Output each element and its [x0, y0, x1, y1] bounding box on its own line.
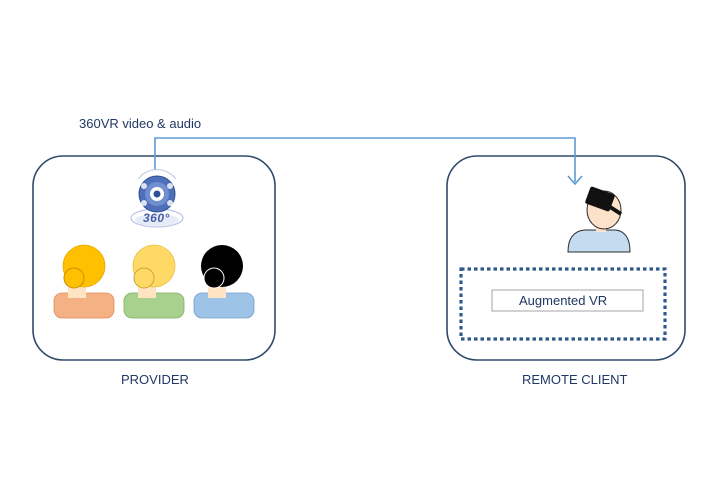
vr-user-icon	[567, 186, 631, 253]
camera-360-icon	[130, 169, 184, 228]
person-2-icon	[123, 244, 185, 319]
connector-label: 360VR video & audio	[79, 116, 202, 131]
person-3-icon	[193, 245, 255, 319]
video-audio-connector	[154, 137, 576, 182]
provider-label: PROVIDER	[121, 372, 189, 387]
vr-headset-icon	[585, 186, 623, 216]
augmented-vr-label-box	[491, 289, 644, 312]
augmented-vr-label: Augmented VR	[519, 293, 608, 308]
remote-client-box	[446, 155, 686, 361]
camera-360-badge: 360°	[143, 211, 170, 225]
remote-client-label: REMOTE CLIENT	[522, 372, 628, 387]
person-1-icon	[53, 244, 115, 319]
connector-arrowhead	[567, 175, 583, 186]
